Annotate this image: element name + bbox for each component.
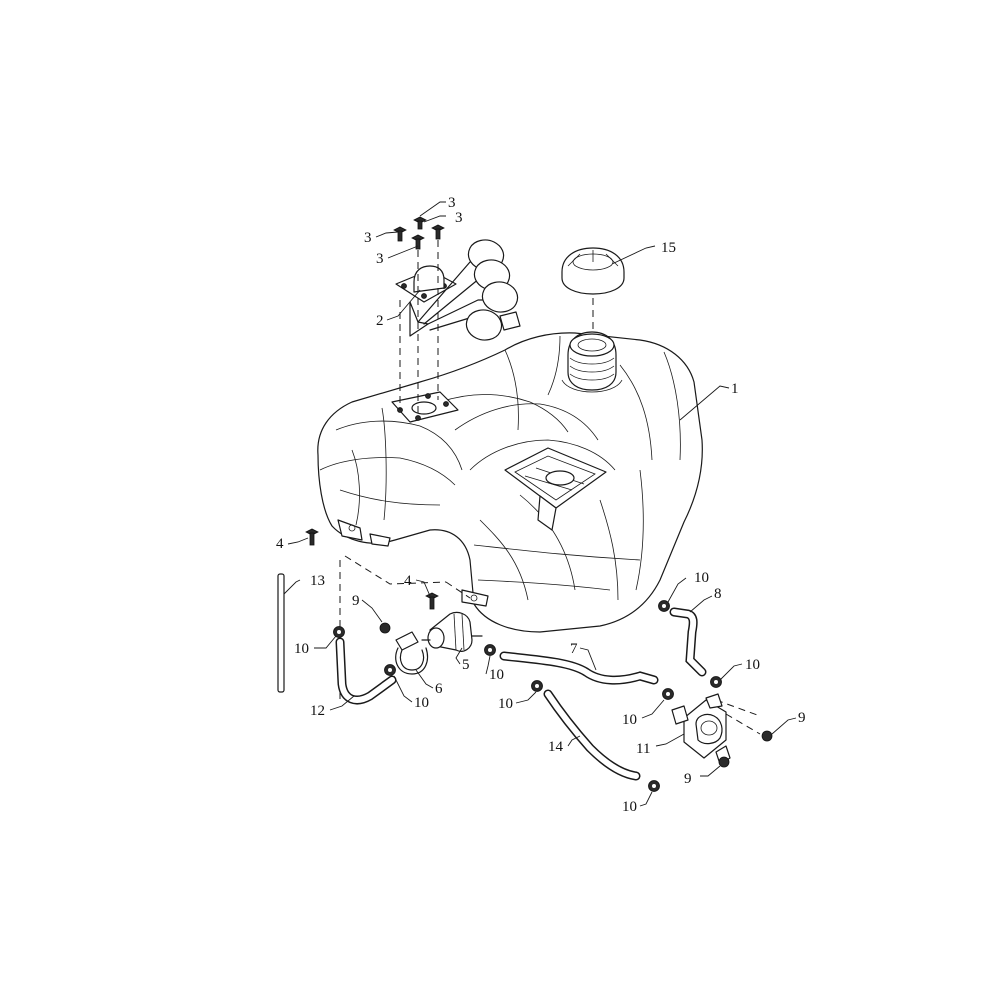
callout-9: 9	[798, 710, 806, 726]
vent-hose	[277, 573, 285, 693]
callout-10: 10	[622, 712, 637, 728]
bolt-3a	[393, 226, 407, 242]
clamp-10b	[384, 664, 396, 676]
fuel-filter	[421, 611, 483, 652]
clamp-10e	[662, 688, 674, 700]
callout-10: 10	[694, 570, 709, 586]
fastener-9b	[761, 730, 773, 742]
callout-11: 11	[636, 741, 650, 757]
hose-7	[499, 651, 659, 685]
fastener-9c	[718, 756, 730, 768]
clamp-10h	[648, 780, 660, 792]
callout-10: 10	[489, 667, 504, 683]
callout-10: 10	[294, 641, 309, 657]
tank-bolt-4a	[305, 528, 319, 546]
tank-bolt-4b	[425, 592, 439, 610]
clamp-10a	[333, 626, 345, 638]
fuel-valve	[671, 693, 731, 765]
clamp-10d	[531, 680, 543, 692]
callout-3: 3	[376, 251, 384, 267]
callout-10: 10	[498, 696, 513, 712]
assembly-lines	[339, 240, 761, 735]
clamp-10g	[710, 676, 722, 688]
callout-10: 10	[414, 695, 429, 711]
fastener-9a	[379, 622, 391, 634]
sender-bolts	[393, 216, 445, 250]
callout-1: 1	[731, 381, 739, 397]
bolt-3c	[413, 216, 427, 230]
callout-labels: 1 2 3 3 3 3 4 4 5 6 7 8 9 9 9 10 10 10 1…	[276, 195, 806, 815]
callout-5: 5	[462, 657, 470, 673]
bolt-3d	[431, 224, 445, 240]
callout-4: 4	[276, 536, 284, 552]
callout-3: 3	[448, 195, 456, 211]
fuel-level-sender	[395, 239, 521, 341]
callout-12: 12	[310, 703, 325, 719]
clamp-10f	[658, 600, 670, 612]
clamp-10c	[484, 644, 496, 656]
hose-14	[543, 689, 641, 781]
callout-10: 10	[745, 657, 760, 673]
callout-9: 9	[352, 593, 360, 609]
callout-2: 2	[376, 313, 384, 329]
callout-3: 3	[455, 210, 463, 226]
callout-10: 10	[622, 799, 637, 815]
callout-13: 13	[310, 573, 325, 589]
callout-4: 4	[404, 573, 412, 589]
hose-12	[335, 637, 397, 705]
callout-15: 15	[661, 240, 676, 256]
callout-8: 8	[714, 586, 722, 602]
callout-3: 3	[364, 230, 372, 246]
callout-14: 14	[548, 739, 564, 755]
callout-7: 7	[570, 641, 578, 657]
leader-lines	[283, 201, 797, 807]
callout-6: 6	[435, 681, 443, 697]
filter-bracket	[395, 631, 429, 675]
fuel-cap	[561, 247, 625, 295]
callout-9: 9	[684, 771, 692, 787]
hose-8	[669, 607, 707, 677]
bolt-3b	[411, 234, 425, 250]
fuel-tank	[317, 331, 703, 633]
